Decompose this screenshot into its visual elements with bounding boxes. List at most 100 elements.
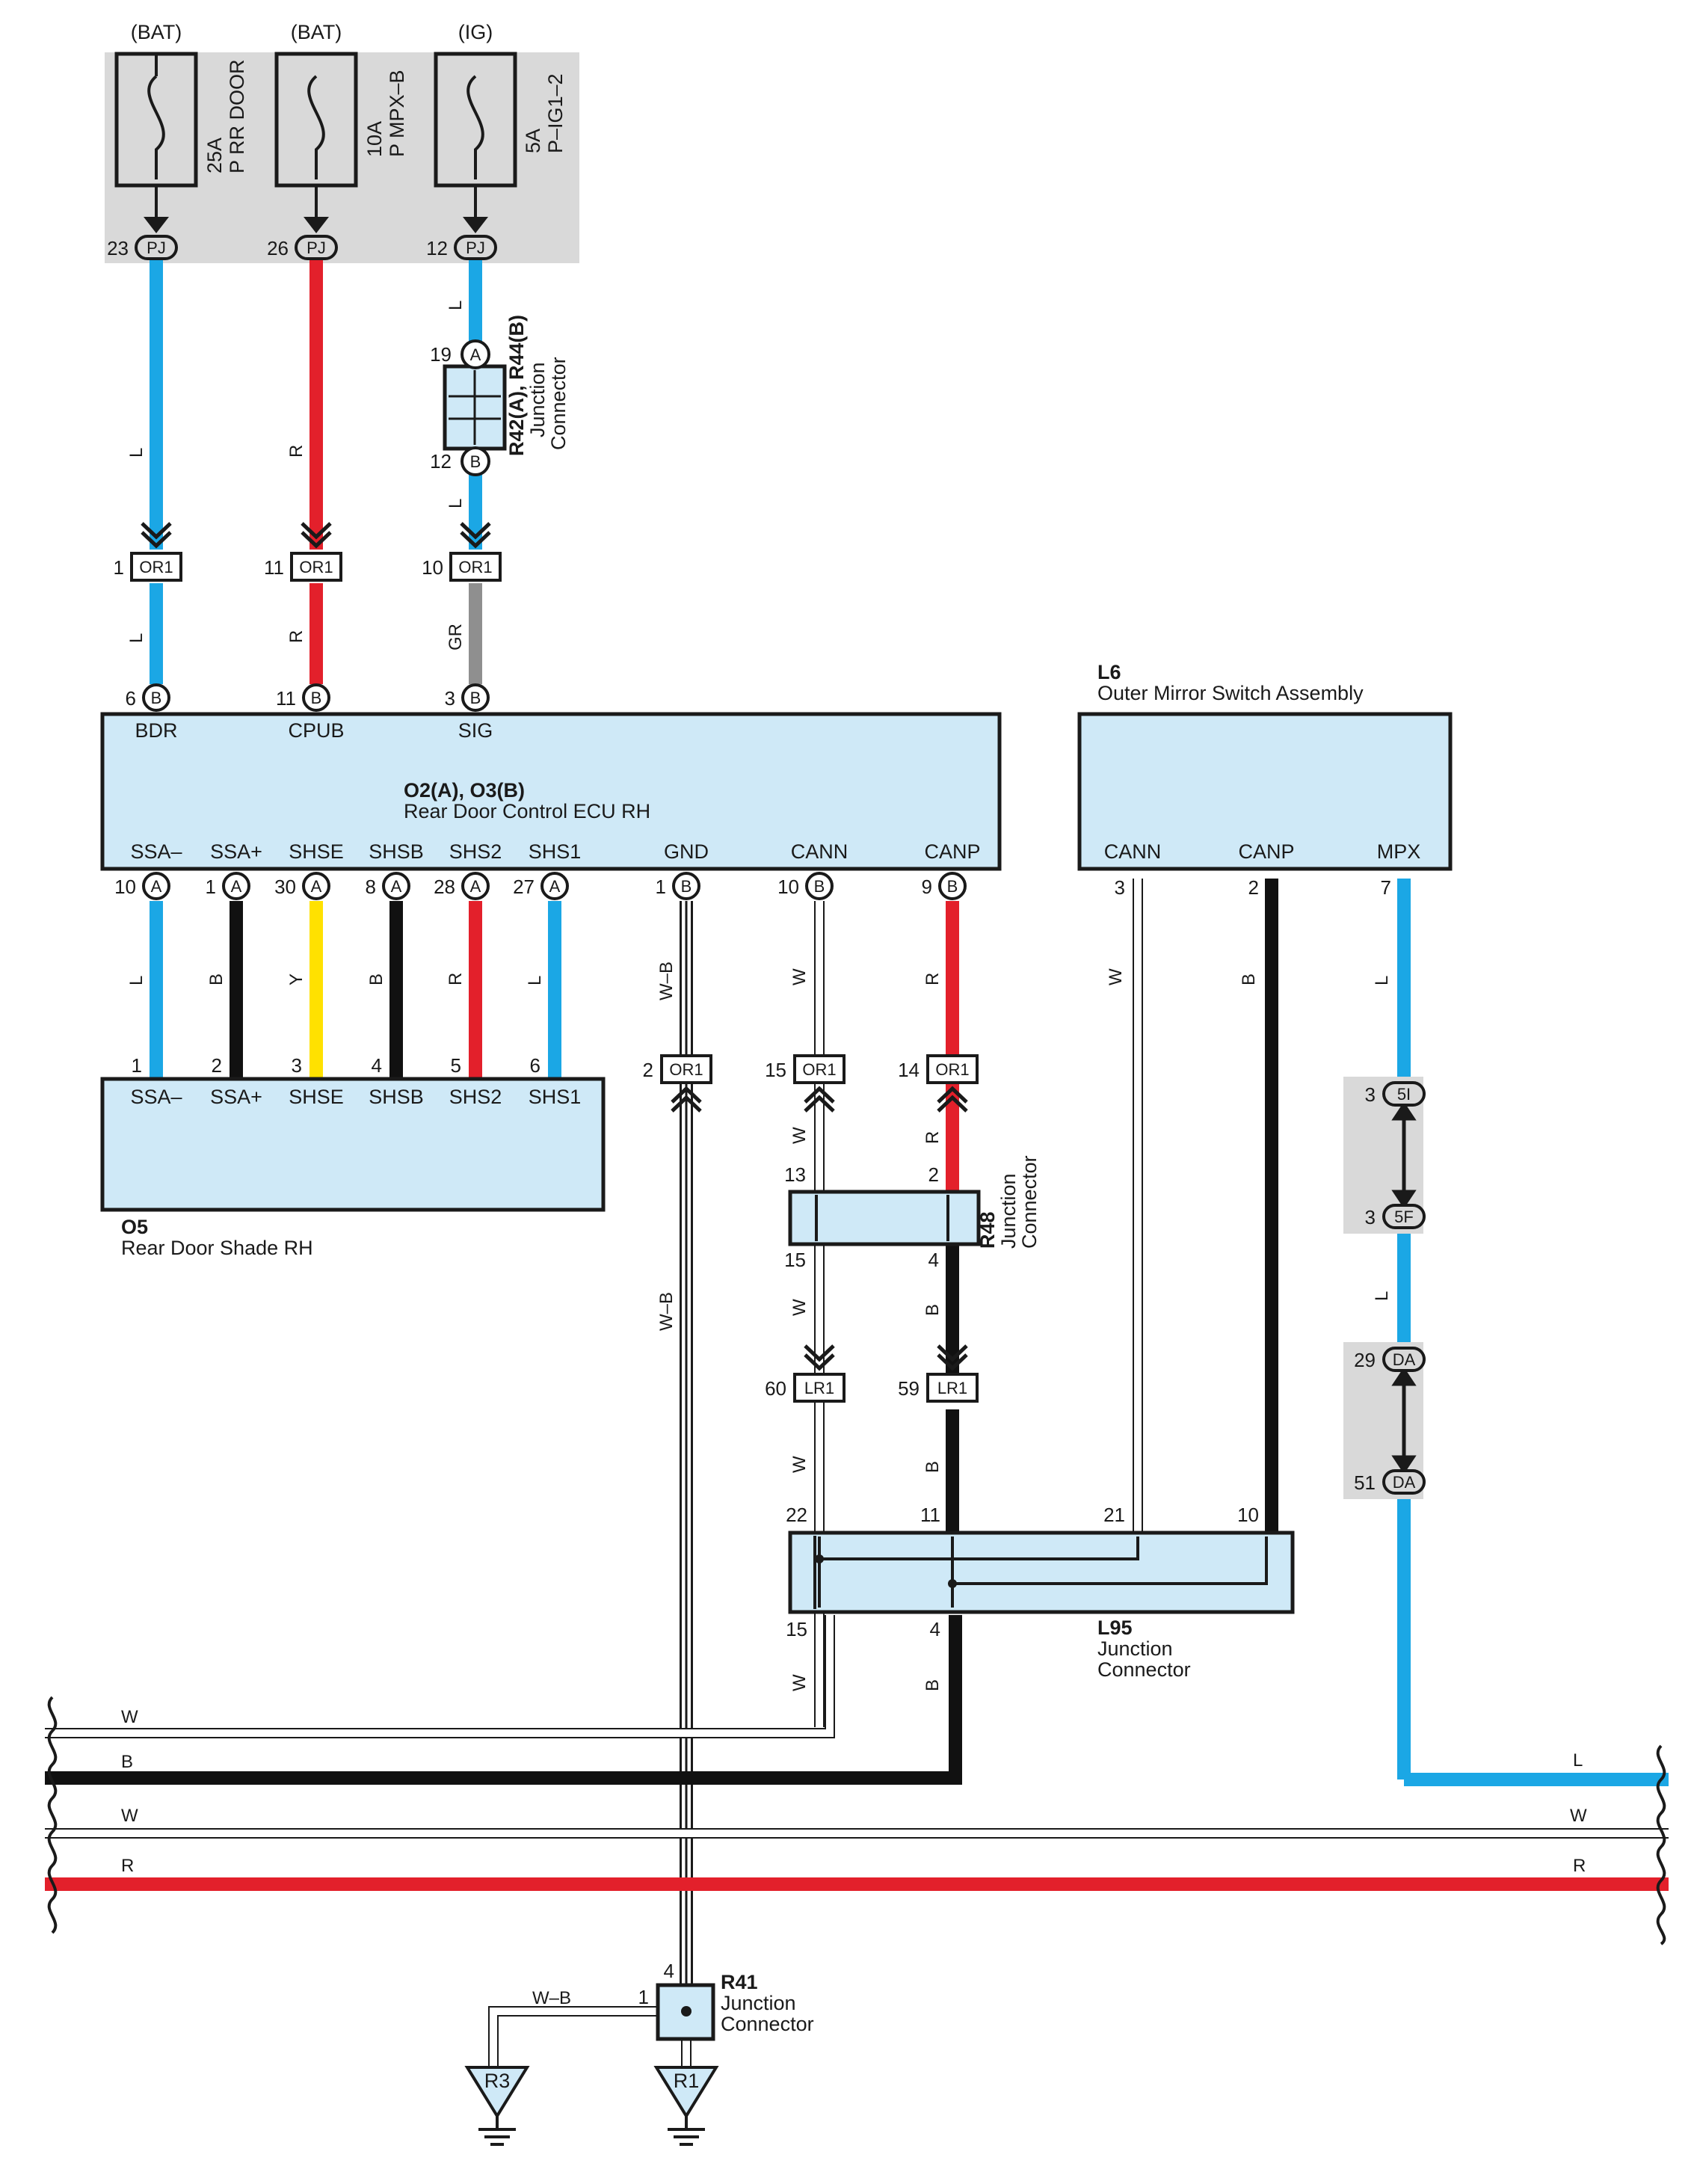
- mpx-2-pin: 3: [1365, 1206, 1376, 1228]
- r48-p2: 2: [928, 1163, 939, 1186]
- ecu-bot-9-tag: B: [947, 877, 958, 896]
- r42-tag-bot: B: [470, 452, 481, 471]
- o5-label-4: SHSB: [369, 1086, 424, 1108]
- fuse-3-source: (IG): [458, 21, 493, 43]
- mpx-conn-shapes: [1382, 1081, 1426, 1495]
- r42-sub1: Junction: [526, 362, 549, 437]
- r48-p4: 4: [928, 1249, 939, 1271]
- ecu-bot-4-pin: 8: [366, 876, 376, 898]
- mpx-4-pin: 51: [1354, 1471, 1376, 1494]
- r41-p4: 4: [664, 1960, 674, 1982]
- wc-l6-mpx-b: L: [1372, 1291, 1392, 1301]
- ecu-top-2-label: CPUB: [288, 719, 344, 742]
- wc-cpub-a: R: [286, 445, 307, 458]
- pj-1-pin: 23: [107, 237, 129, 259]
- ecu-bot-8-pin: 10: [777, 876, 799, 898]
- ecu-bot-2-label: SSA+: [210, 840, 262, 863]
- wc-cpub-b: R: [286, 630, 307, 643]
- r42-pin-top-num: 19: [430, 343, 452, 366]
- ecu-top-3-label: SIG: [458, 719, 493, 742]
- wc-bus-w2: W: [121, 1806, 138, 1826]
- r48-sub1: Junction: [997, 1173, 1020, 1249]
- l95-code: L95: [1097, 1617, 1133, 1639]
- ecu-bot-4-tag: A: [391, 877, 402, 896]
- ecu-bot-1-label: SSA–: [130, 840, 182, 863]
- wc-bdr-a: L: [126, 448, 147, 458]
- o5-label-1: SSA–: [130, 1086, 182, 1108]
- wire-l95-w-out: [45, 1615, 835, 1738]
- l6-label-2: CANP: [1238, 840, 1294, 863]
- fuse-2-name: P MPX–B: [386, 70, 408, 157]
- ground-r1-label: R1: [674, 2070, 700, 2092]
- or1-mid-boxes: [660, 1054, 979, 1084]
- ground-r3-icon: [464, 2066, 530, 2146]
- mpx-3-tag: DA: [1393, 1350, 1416, 1369]
- r42-title: R42(A), R44(B): [505, 315, 528, 456]
- ecu-top-2-tag: B: [311, 689, 322, 707]
- or1-mid-2-tag: OR1: [802, 1060, 836, 1079]
- ecu-bot-5-tag: A: [470, 877, 481, 896]
- wc-sig-c: GR: [446, 624, 466, 650]
- o5-label-5: SHS2: [449, 1086, 502, 1108]
- ecu-top-1-tag: B: [151, 689, 162, 707]
- wc-bus-w1: W: [121, 1707, 138, 1727]
- wc-sig-a: L: [446, 301, 466, 310]
- l6-pin-3: 7: [1381, 876, 1391, 899]
- l95-internal: [818, 1537, 1268, 1608]
- wc-bus-l-right: L: [1573, 1750, 1583, 1771]
- l6-label-3: MPX: [1377, 840, 1421, 863]
- r42-pin-bot-num: 12: [430, 450, 452, 473]
- wc-bdr-b: L: [126, 633, 147, 643]
- or1-mid-1-tag: OR1: [669, 1060, 703, 1079]
- or1-mid-3-tag: OR1: [935, 1060, 969, 1079]
- wc-sig-b: L: [446, 499, 466, 508]
- lr1-1-pin: 60: [765, 1377, 786, 1400]
- r48-p15: 15: [784, 1249, 806, 1271]
- fuse-1-source: (BAT): [131, 21, 182, 43]
- wc-cann-b: W: [789, 1127, 810, 1144]
- pj-connectors: [135, 235, 497, 260]
- ecu-bot-3-tag: A: [311, 877, 322, 896]
- ecu-top-pin-circles: [142, 683, 490, 712]
- wc-bus-r: R: [121, 1856, 134, 1876]
- ground-r3-label: R3: [484, 2070, 511, 2092]
- lr1-2-tag: LR1: [937, 1379, 967, 1397]
- ecu-bot-3-label: SHSE: [289, 840, 344, 863]
- fuse-2-rating: 10A: [363, 121, 386, 157]
- or1-top-3-pin: 10: [422, 556, 443, 579]
- mpx-4-tag: DA: [1393, 1473, 1416, 1492]
- o5-pin-4: 4: [372, 1054, 382, 1077]
- ecu-subtitle: Rear Door Control ECU RH: [404, 800, 650, 822]
- ecu-bot-1-pin: 10: [114, 876, 136, 898]
- ecu-bot-2-pin: 1: [206, 876, 216, 898]
- ecu-bot-1-tag: A: [151, 877, 162, 896]
- wc-gnd-a: W–B: [656, 962, 677, 1000]
- ecu-top-3-pin: 3: [445, 687, 455, 710]
- ecu-top-2-pin: 11: [276, 687, 296, 710]
- fuse-3-rating: 5A: [522, 129, 544, 153]
- or1-top-boxes: [130, 552, 502, 582]
- o5-pin-6: 6: [530, 1054, 540, 1077]
- mpx-1-tag: 5I: [1397, 1085, 1411, 1104]
- l6-label-1: CANN: [1104, 840, 1162, 863]
- ecu-bot-4-label: SHSB: [369, 840, 424, 863]
- fuse-3-name: P–IG1–2: [544, 73, 567, 153]
- wc-l6-mpx-a: L: [1372, 976, 1392, 985]
- o5-label-3: SHSE: [289, 1086, 344, 1108]
- l95-box: [788, 1531, 1295, 1614]
- l95-p11: 11: [920, 1504, 940, 1526]
- pj-2-tag: PJ: [307, 239, 326, 257]
- wc-shs2: R: [446, 973, 466, 985]
- pj-3-tag: PJ: [466, 239, 485, 257]
- wc-bus-b: B: [121, 1752, 133, 1772]
- wc-l6-canp: B: [1239, 973, 1259, 985]
- wc-gnd-b: W–B: [656, 1292, 677, 1331]
- wc-ground-wb: W–B: [532, 1988, 571, 2008]
- ecu-bot-7-pin: 1: [656, 876, 666, 898]
- r41-sub2: Connector: [721, 2013, 814, 2035]
- l95-sub2: Connector: [1097, 1658, 1191, 1681]
- wc-cann-e: W: [789, 1674, 810, 1691]
- pj-1-tag: PJ: [147, 239, 166, 257]
- or1-top-1-tag: OR1: [139, 558, 173, 576]
